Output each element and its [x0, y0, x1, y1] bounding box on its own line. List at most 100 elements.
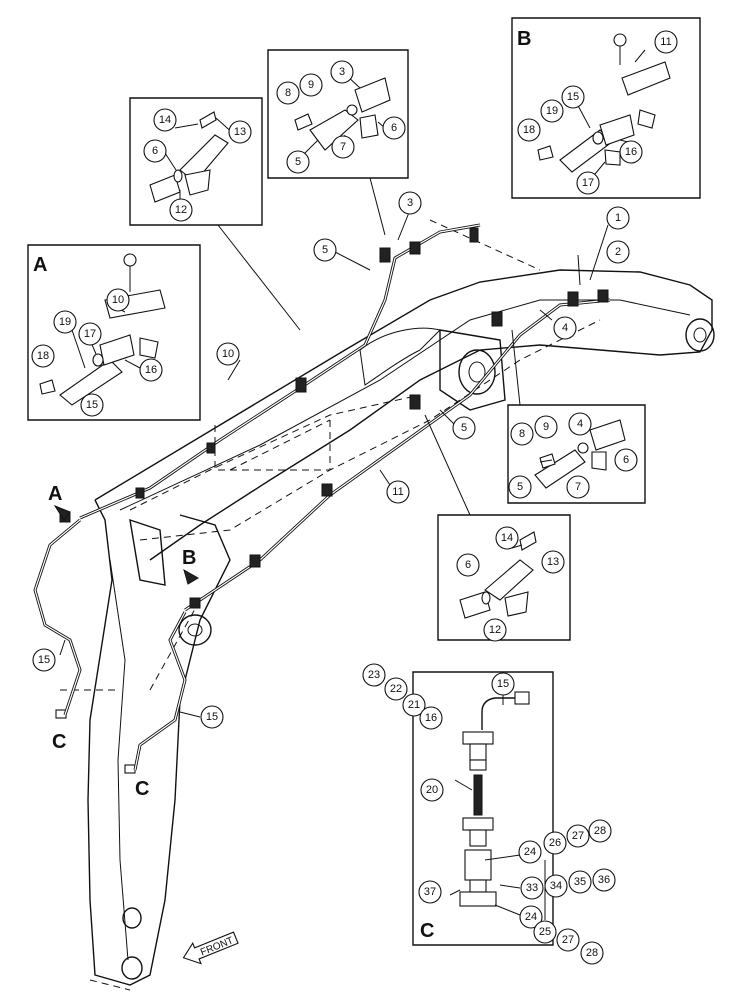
svg-text:33: 33 — [526, 882, 538, 894]
callout-l-14: 14 — [495, 526, 519, 550]
svg-text:8: 8 — [285, 87, 291, 99]
callout-b-11: 11 — [654, 30, 678, 54]
callout-ul-5: 5 — [286, 150, 310, 174]
callout-ul-9: 9 — [299, 73, 323, 97]
svg-text:6: 6 — [623, 454, 629, 466]
callout-r-6: 6 — [614, 448, 638, 472]
callout-l-12: 12 — [483, 618, 507, 642]
detail-box-b — [511, 17, 701, 199]
callout-r-7: 7 — [566, 475, 590, 499]
detail-box-a — [27, 244, 201, 421]
callout-ul-8: 8 — [276, 81, 300, 105]
callout-r-9: 9 — [534, 415, 558, 439]
svg-text:13: 13 — [547, 556, 559, 568]
callout-a-17: 17 — [78, 322, 102, 346]
svg-text:3: 3 — [339, 66, 345, 78]
svg-text:4: 4 — [577, 418, 583, 430]
svg-text:7: 7 — [575, 481, 581, 493]
view-arrow-a-icon — [53, 504, 71, 521]
svg-text:18: 18 — [37, 350, 49, 362]
svg-text:27: 27 — [562, 934, 574, 946]
view-marker-c-right: C — [135, 778, 149, 800]
callout-ui-6: 6 — [143, 139, 167, 163]
callout-c-15: 15 — [491, 672, 515, 696]
svg-text:10: 10 — [112, 294, 124, 306]
svg-text:6: 6 — [152, 145, 158, 157]
svg-text:9: 9 — [543, 421, 549, 433]
svg-text:1: 1 — [615, 212, 621, 224]
leader-lines — [59, 177, 609, 718]
detail-label-b: B — [517, 28, 531, 50]
callout-10: 10 — [216, 342, 240, 366]
callout-c-37: 37 — [418, 880, 442, 904]
detail-box-c — [412, 671, 554, 946]
svg-text:19: 19 — [59, 316, 71, 328]
callout-r-5: 5 — [508, 475, 532, 499]
svg-text:17: 17 — [582, 177, 594, 189]
svg-text:6: 6 — [465, 559, 471, 571]
svg-text:3: 3 — [407, 197, 413, 209]
svg-text:2: 2 — [615, 246, 621, 258]
callout-c-34: 34 — [544, 874, 568, 898]
svg-text:23: 23 — [368, 669, 380, 681]
callout-c-25: 25 — [533, 920, 557, 944]
callout-a-15: 15 — [80, 393, 104, 417]
svg-text:5: 5 — [322, 244, 328, 256]
svg-text:37: 37 — [424, 886, 436, 898]
svg-text:16: 16 — [625, 146, 637, 158]
svg-text:6: 6 — [391, 122, 397, 134]
svg-text:14: 14 — [501, 532, 513, 544]
detail-label-a: A — [33, 254, 47, 276]
callout-l-13: 13 — [541, 550, 565, 574]
callout-c-33: 33 — [520, 876, 544, 900]
callout-ul-3: 3 — [330, 60, 354, 84]
svg-text:34: 34 — [550, 880, 562, 892]
callout-a-18: 18 — [31, 344, 55, 368]
svg-text:7: 7 — [340, 141, 346, 153]
svg-text:15: 15 — [567, 91, 579, 103]
svg-text:16: 16 — [425, 712, 437, 724]
view-marker-b: B — [182, 547, 196, 569]
callout-ul-6: 6 — [382, 116, 406, 140]
svg-text:14: 14 — [159, 114, 171, 126]
callout-c-36: 36 — [592, 868, 616, 892]
callout-c-28: 28 — [588, 819, 612, 843]
callout-b-18: 18 — [517, 118, 541, 142]
callout-b-19: 19 — [540, 99, 564, 123]
callout-c-23: 23 — [362, 663, 386, 687]
callout-ui-13: 13 — [228, 120, 252, 144]
callout-1: 1 — [606, 206, 630, 230]
callout-2: 2 — [606, 240, 630, 264]
callout-b-15: 15 — [561, 85, 585, 109]
callout-11: 11 — [386, 480, 410, 504]
svg-text:21: 21 — [408, 699, 420, 711]
svg-text:5: 5 — [295, 156, 301, 168]
svg-text:26: 26 — [549, 837, 561, 849]
svg-text:13: 13 — [234, 126, 246, 138]
hydraulic-pipes — [33, 223, 611, 771]
view-arrow-b-icon — [183, 568, 199, 585]
svg-text:28: 28 — [586, 947, 598, 959]
callout-c-21: 21 — [402, 693, 426, 717]
callout-15b: 15 — [200, 705, 224, 729]
callout-ul-7: 7 — [331, 135, 355, 159]
svg-text:4: 4 — [562, 322, 568, 334]
callout-15a: 15 — [32, 648, 56, 672]
callout-5a: 5 — [313, 238, 337, 262]
svg-text:11: 11 — [660, 36, 671, 48]
svg-text:8: 8 — [519, 428, 525, 440]
callout-a-19: 19 — [53, 310, 77, 334]
svg-text:10: 10 — [222, 348, 234, 360]
callout-l-6: 6 — [456, 553, 480, 577]
detail-box-upper-left — [129, 97, 263, 226]
callout-bubbles: 1 2 3 4 5 5 10 11 15 15 3 8 9 6 7 5 14 1… — [31, 30, 678, 965]
callout-c-20: 20 — [420, 778, 444, 802]
callout-c-16: 16 — [419, 706, 443, 730]
callout-b-17: 17 — [576, 171, 600, 195]
callout-4: 4 — [553, 316, 577, 340]
callout-ui-12: 12 — [169, 198, 193, 222]
svg-text:16: 16 — [145, 364, 157, 376]
detail-label-c: C — [420, 920, 434, 942]
svg-text:5: 5 — [461, 422, 467, 434]
svg-text:12: 12 — [175, 204, 187, 216]
